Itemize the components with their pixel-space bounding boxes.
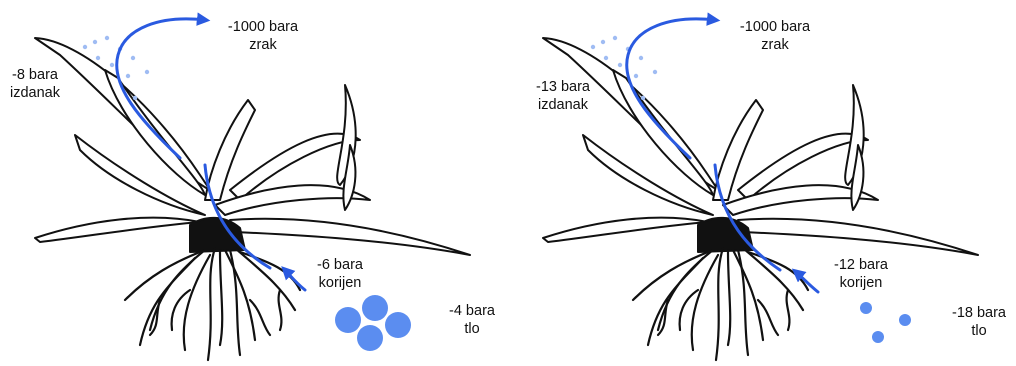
root-potential: -6 bara — [308, 256, 372, 274]
shoot-name: izdanak — [4, 84, 66, 102]
soil-potential: -18 bara — [944, 304, 1014, 322]
root-potential: -12 bara — [826, 256, 896, 274]
air-label: -1000 bara zrak — [218, 18, 308, 54]
air-potential: -1000 bara — [218, 18, 308, 36]
shoot-label: -8 bara izdanak — [4, 66, 66, 102]
soil-water-droplets — [335, 295, 411, 351]
soil-label: -4 bara tlo — [440, 302, 504, 338]
plant-drawing — [35, 38, 470, 360]
root-label: -12 bara korijen — [826, 256, 896, 292]
shoot-potential: -13 bara — [528, 78, 598, 96]
soil-name: tlo — [944, 322, 1014, 340]
air-name: zrak — [730, 36, 820, 54]
root-name: korijen — [308, 274, 372, 292]
root-label: -6 bara korijen — [308, 256, 372, 292]
shoot-label: -13 bara izdanak — [528, 78, 598, 114]
plant-drawing — [543, 38, 978, 360]
shoot-name: izdanak — [528, 96, 598, 114]
panel-left: -1000 bara zrak -8 bara izdanak -6 bara … — [0, 0, 508, 366]
soil-water-droplets — [860, 302, 911, 343]
shoot-potential: -8 bara — [4, 66, 66, 84]
air-name: zrak — [218, 36, 308, 54]
air-label: -1000 bara zrak — [730, 18, 820, 54]
soil-label: -18 bara tlo — [944, 304, 1014, 340]
panel-right: -1000 bara zrak -13 bara izdanak -12 bar… — [508, 0, 1016, 366]
air-potential: -1000 bara — [730, 18, 820, 36]
plant-illustration-right — [508, 0, 1016, 366]
soil-name: tlo — [440, 320, 504, 338]
soil-potential: -4 bara — [440, 302, 504, 320]
root-name: korijen — [826, 274, 896, 292]
plant-illustration-left — [0, 0, 508, 366]
